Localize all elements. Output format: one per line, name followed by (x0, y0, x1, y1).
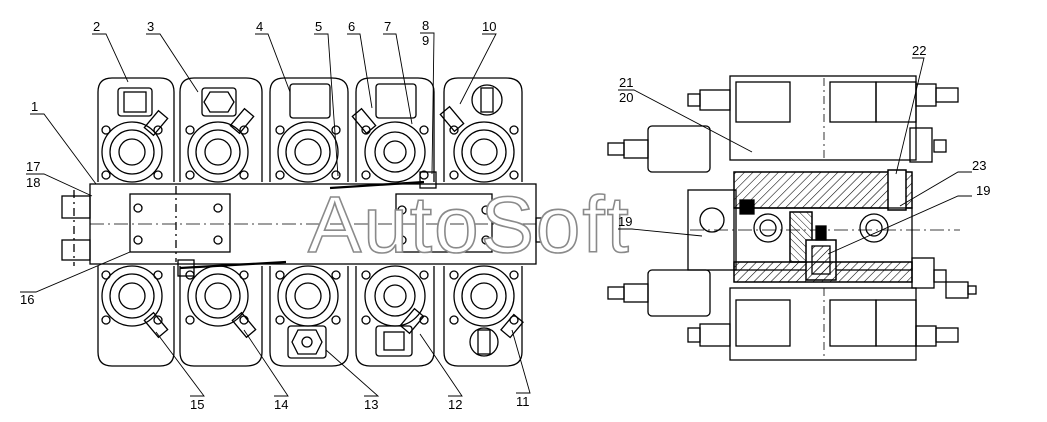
callout-22: 22 (912, 43, 926, 58)
callout-21: 21 (619, 75, 633, 90)
callout-16: 16 (20, 292, 34, 307)
callout-17: 17 (26, 159, 40, 174)
callout-4: 4 (256, 19, 263, 34)
callout-2: 2 (93, 19, 100, 34)
leader-lines (20, 32, 972, 397)
right-view-section (607, 75, 977, 361)
watermark-text: AutoSoft (308, 180, 631, 269)
callout-7: 7 (384, 19, 391, 34)
upper-valve-row (97, 77, 523, 183)
central-manifold (61, 171, 547, 277)
callout-10: 10 (482, 19, 496, 34)
callout-14: 14 (274, 397, 288, 412)
left-view-valve-bank (61, 77, 547, 367)
callout-23: 23 (972, 158, 986, 173)
lower-valve-row (97, 265, 524, 367)
callout-19-right: 19 (976, 183, 990, 198)
callout-5: 5 (315, 19, 322, 34)
callout-12: 12 (448, 397, 462, 412)
callout-8: 8 (422, 18, 429, 33)
callout-19-left: 19 (618, 214, 632, 229)
callout-3: 3 (147, 19, 154, 34)
callout-6: 6 (348, 19, 355, 34)
callout-15: 15 (190, 397, 204, 412)
callout-13: 13 (364, 397, 378, 412)
callout-labels: 2 3 4 5 6 7 8 9 10 1 17 18 16 15 14 13 1… (20, 18, 990, 412)
callout-9: 9 (422, 33, 429, 48)
callout-20: 20 (619, 90, 633, 105)
callout-1: 1 (31, 99, 38, 114)
callout-18: 18 (26, 175, 40, 190)
callout-11: 11 (516, 394, 530, 409)
